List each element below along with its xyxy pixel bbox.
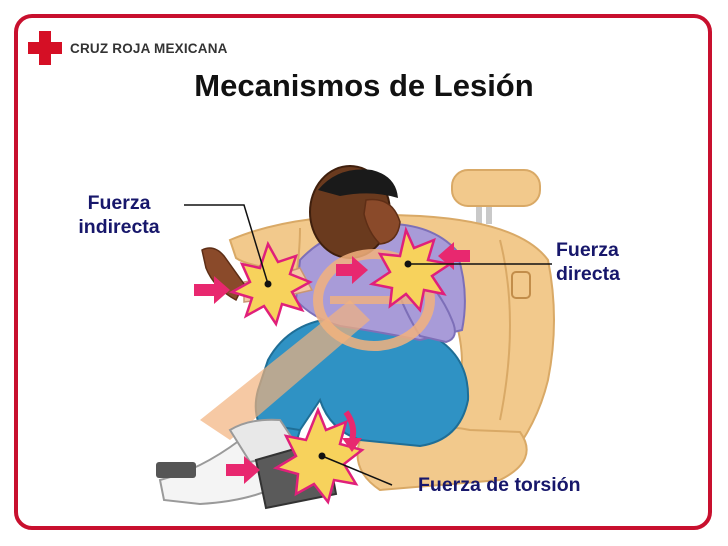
label-direct-line1: Fuerza <box>556 239 619 261</box>
label-direct-force: Fuerza directa <box>556 238 646 286</box>
label-indirect-line2: indirecta <box>78 216 160 238</box>
organization-name: CRUZ ROJA MEXICANA <box>70 40 228 56</box>
slide-frame <box>14 14 712 530</box>
force-arrow-torsion-curve <box>342 410 362 452</box>
force-arrow-direct-left <box>336 256 368 284</box>
force-arrow-direct-right <box>438 242 470 270</box>
leader-line-indirect <box>184 204 272 288</box>
headrest <box>451 169 541 224</box>
force-arrow-indirect <box>194 276 230 304</box>
label-torsion-force: Fuerza de torsión <box>418 474 581 496</box>
leader-line-torsion <box>318 452 393 486</box>
red-cross-logo <box>28 31 62 65</box>
steering-column <box>200 300 370 440</box>
slide-header: CRUZ ROJA MEXICANA <box>28 30 228 66</box>
force-arrow-torsion-foot <box>226 456 260 484</box>
impact-burst-direct <box>368 226 454 313</box>
label-indirect-force: Fuerza indirecta <box>64 191 174 239</box>
steering-wheel <box>313 249 435 351</box>
label-direct-line2: directa <box>556 263 620 285</box>
leader-line-direct <box>404 260 552 268</box>
label-indirect-line1: Fuerza <box>87 192 151 214</box>
page-title: Mecanismos de Lesión <box>194 68 534 103</box>
